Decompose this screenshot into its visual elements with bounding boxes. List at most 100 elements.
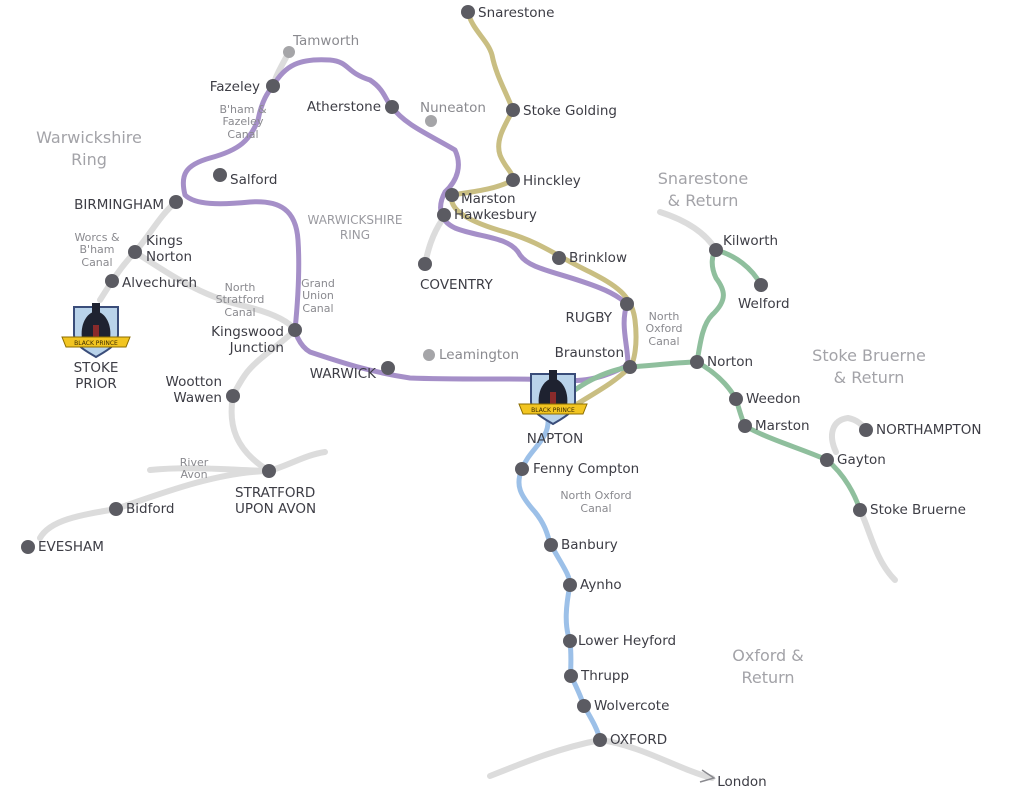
ring-label: RING (340, 228, 370, 242)
station-label: Banbury (561, 537, 618, 553)
station-dot (563, 634, 577, 648)
station-label: Bidford (126, 501, 174, 517)
station-label: Lower Heyford (578, 633, 676, 649)
canal-label: Canal (227, 128, 258, 141)
station-dot (506, 103, 520, 117)
station-label: Atherstone (307, 99, 381, 115)
canal-label: Worcs & (74, 231, 120, 244)
station-dot (577, 699, 591, 713)
kilworth-grey (657, 209, 719, 253)
station-label: BIRMINGHAM (74, 197, 164, 213)
canal-label: Canal (81, 256, 112, 269)
station-dot (288, 323, 302, 337)
station-label: Stoke Bruerne (870, 502, 966, 518)
canal-label: Grand (301, 277, 335, 290)
canal-label: Union (302, 289, 334, 302)
northampton-arm (829, 415, 869, 455)
station-dot (461, 5, 475, 19)
region-label: & Return (834, 368, 905, 387)
station-dot (754, 278, 768, 292)
station-dot (709, 243, 723, 257)
base-label-napton: NAPTON (527, 431, 583, 447)
station-dot (437, 208, 451, 222)
logo-text: BLACK PRINCE (74, 340, 118, 347)
station-label: Alvechurch (122, 275, 197, 291)
station-dot (544, 538, 558, 552)
station-dot (418, 257, 432, 271)
station-label: Hawkesbury (454, 207, 537, 223)
canal-label: North (649, 310, 680, 323)
station-dot (128, 245, 142, 259)
station-label: Fenny Compton (533, 461, 639, 477)
canal-label: Canal (224, 306, 255, 319)
station-label: Snarestone (478, 5, 554, 21)
station-dot (690, 355, 704, 369)
station-label: Hinckley (523, 173, 581, 189)
region-label: Ring (71, 150, 107, 169)
station-dot (820, 453, 834, 467)
svg-text:Stoke Bruerne& Return: Stoke Bruerne & Return (812, 346, 926, 387)
station-label: Brinklow (569, 250, 627, 266)
station-label: Salford (230, 172, 278, 188)
station-dot (738, 419, 752, 433)
coventry-branch (422, 217, 445, 267)
station-label: Marston (461, 191, 516, 207)
station-dot (425, 115, 437, 127)
station-label: Norton (707, 354, 753, 370)
station-dot (381, 361, 395, 375)
north-stratford-canal (132, 249, 298, 474)
svg-text:Snarestone& Return: Snarestone& Return (658, 169, 749, 210)
canal-label: Fazeley (223, 115, 264, 128)
station-dot (262, 464, 276, 478)
station-label: Weedon (746, 391, 801, 407)
station-dot (109, 502, 123, 516)
station-dot (105, 274, 119, 288)
svg-text:Oxford &Return: Oxford &Return (732, 646, 804, 687)
station-dot (385, 100, 399, 114)
logo-text: BLACK PRINCE (531, 407, 575, 414)
region-label: Warwickshire (36, 128, 142, 147)
station-dot (226, 389, 240, 403)
station-dot (283, 46, 295, 58)
base-label-stoke-prior: PRIOR (75, 376, 117, 392)
black-prince-logo-stoke-prior: BLACK PRINCE (61, 303, 131, 359)
canal-label: Oxford (645, 322, 682, 335)
station-label: Braunston (555, 345, 624, 361)
avon-east (147, 449, 328, 474)
ring-label: WARWICKSHIRE (307, 213, 402, 227)
canal-label: Avon (180, 468, 207, 481)
station-dot (21, 540, 35, 554)
station-label: NORTHAMPTON (876, 422, 982, 438)
station-dot (564, 669, 578, 683)
station-label: Fazeley (210, 79, 260, 95)
station-dot (563, 578, 577, 592)
station-label: Stoke Golding (523, 103, 617, 119)
station-dot (445, 188, 459, 202)
station-dot (552, 251, 566, 265)
canal-label: North (225, 281, 256, 294)
destination-london: London (717, 774, 767, 790)
station-dot (853, 503, 867, 517)
station-dot (620, 297, 634, 311)
region-label: Stoke Bruerne (812, 346, 926, 365)
station-label: Nuneaton (420, 100, 486, 116)
station-dot (515, 462, 529, 476)
station-label: Thrupp (580, 668, 629, 684)
stoke-bruerne-south (857, 507, 898, 583)
station-label: COVENTRY (420, 277, 493, 293)
station-dot (423, 349, 435, 361)
station-label: WARWICK (310, 366, 377, 382)
canal-label: Stratford (216, 293, 265, 306)
region-label: Oxford & (732, 646, 804, 665)
kilworth-welford-line (694, 247, 764, 365)
